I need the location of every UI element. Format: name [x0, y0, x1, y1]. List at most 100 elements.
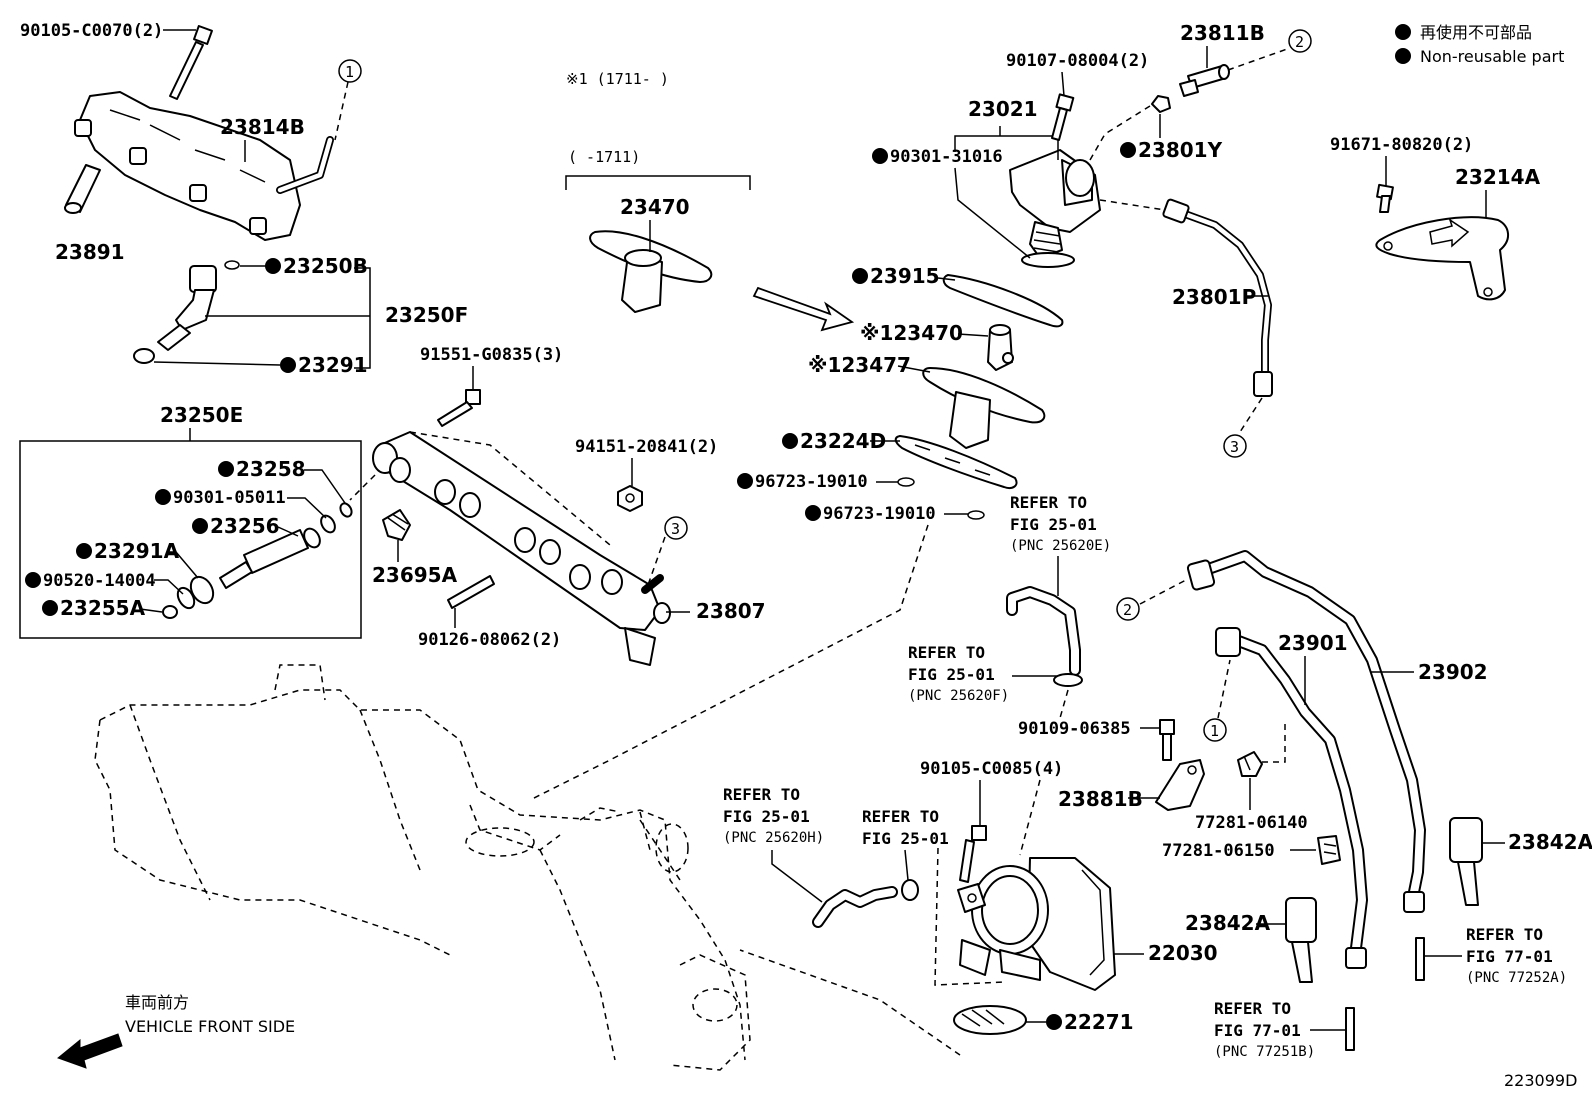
pump-lifter-23470 [589, 230, 713, 313]
label-90107-08004: 90107-08004(2) [1006, 51, 1149, 71]
vehicle-front-arrow-icon [56, 1033, 123, 1069]
refer-25620h-line2: FIG 25-01 [723, 807, 810, 826]
bolt-90109-06385 [1159, 719, 1175, 761]
label-23291: 23291 [298, 353, 368, 377]
refer-77251b-line2: FIG 77-01 [1214, 1021, 1301, 1040]
ref-circle-2-b-text: 2 [1123, 601, 1132, 619]
tube-77251b [1345, 1007, 1355, 1051]
hose-25620h [812, 886, 898, 928]
label-23021: 23021 [968, 97, 1038, 121]
clamp-77281-06150 [1317, 835, 1341, 865]
stud-90126-08062 [447, 575, 495, 609]
hose-23901 [1215, 627, 1368, 969]
dash-link [334, 81, 349, 141]
clamp-25620f [1053, 673, 1083, 687]
label-23695a: 23695A [372, 563, 458, 587]
leader [139, 608, 163, 613]
note-1711-before: ( -1711) [568, 148, 640, 166]
leader [287, 497, 327, 519]
injector-kit-parts [162, 502, 353, 619]
nut-94151-20841 [617, 485, 643, 512]
ref-circle-2-b [1116, 597, 1140, 621]
ref-circle-3-b-text: 3 [1230, 438, 1239, 456]
refer-77252a-line2: FIG 77-01 [1466, 947, 1553, 966]
bolt-90105-c0070 [169, 25, 213, 100]
leader [154, 579, 184, 595]
leader [168, 551, 199, 579]
fuel-rail-23807 [372, 431, 671, 666]
label-22271: 22271 [1064, 1010, 1134, 1034]
label-23811b: 23811B [1180, 21, 1265, 45]
refer-25-01-line2: FIG 25-01 [862, 829, 949, 848]
leader [304, 469, 346, 504]
gasket-23915 [942, 274, 1064, 328]
refer-77252a-line1: REFER TO [1466, 925, 1543, 944]
label-23256: 23256 [210, 514, 280, 538]
union-23811b [1179, 64, 1230, 97]
clamp-77281-06140 [1237, 751, 1263, 777]
ref-circle-2-text: 2 [1295, 33, 1304, 51]
refer-77251b-line1: REFER TO [1214, 999, 1291, 1018]
refer-25-01-line1: REFER TO [862, 807, 939, 826]
legend-en: Non-reusable part [1420, 47, 1564, 66]
label-23291a: 23291A [94, 539, 180, 563]
hose-23902 [1186, 550, 1426, 913]
label-23891: 23891 [55, 240, 125, 264]
bolt-91551-g0835 [437, 389, 481, 427]
label-90105-c0085: 90105-C0085(4) [920, 759, 1063, 779]
leader [1061, 71, 1065, 97]
label-90105-c0070: 90105-C0070(2) [20, 21, 163, 41]
label-23470-b: ※123470 [860, 321, 963, 345]
label-23801p: 23801P [1172, 285, 1256, 309]
leader [937, 277, 956, 281]
ref-circle-3 [664, 516, 688, 540]
legend-jp: 再使用不可部品 [1420, 23, 1532, 42]
oring-96723-b [967, 510, 985, 520]
ref-circle-1-b-text: 1 [1210, 722, 1219, 740]
label-23801y: 23801Y [1138, 138, 1223, 162]
non-reusable-dot-icon [1395, 24, 1411, 40]
throttle-body-22030 [957, 857, 1116, 991]
lifter-23470-b [987, 324, 1014, 371]
label-23250b: 23250B [283, 254, 368, 278]
kit-box-23250e [19, 440, 362, 639]
ref-circle-3-b [1223, 434, 1247, 458]
label-23807: 23807 [696, 599, 766, 623]
refer-77252a-line3: (PNC 77252A) [1466, 970, 1567, 986]
label-23901: 23901 [1278, 631, 1348, 655]
fuel-pipe-23801p [1162, 198, 1273, 397]
refer-25620h-line1: REFER TO [723, 785, 800, 804]
ref-circle-1-text: 1 [345, 63, 354, 81]
label-23814b: 23814B [220, 115, 305, 139]
label-77281-06140: 77281-06140 [1195, 813, 1308, 833]
legend: 再使用不可部品 Non-reusable part [1395, 23, 1564, 66]
label-91551-g0835: 91551-G0835(3) [420, 345, 563, 365]
bracket-23881b [1155, 759, 1205, 811]
fuel-pump-23021 [1009, 149, 1101, 268]
label-90301-05011: 90301-05011 [173, 488, 286, 508]
refer-25620e-line3: (PNC 25620E) [1010, 538, 1111, 554]
label-23258: 23258 [236, 457, 306, 481]
leader [771, 850, 823, 903]
ref-circle-2 [1288, 29, 1312, 53]
pump-base-23477 [922, 367, 1046, 449]
leader [153, 361, 281, 366]
refer-77251b-line3: (PNC 77251B) [1214, 1044, 1315, 1060]
leader [277, 526, 299, 537]
label-23842a-right: 23842A [1508, 830, 1592, 854]
bracket-23021 [954, 135, 1059, 160]
leader [954, 167, 1031, 259]
refer-25620f-line1: REFER TO [908, 643, 985, 662]
label-90109-06385: 90109-06385 [1018, 719, 1131, 739]
label-94151-20841: 94151-20841(2) [575, 437, 718, 457]
injector-23250f [133, 260, 240, 364]
bolt-90107-08004 [1051, 93, 1075, 141]
bracket-23250f [354, 267, 371, 369]
label-90126-08062: 90126-08062(2) [418, 630, 561, 650]
connector-23842a-lower [1285, 897, 1317, 983]
spacer-23891 [64, 164, 101, 214]
refer-25620e-line2: FIG 25-01 [1010, 515, 1097, 534]
refer-25620e-line1: REFER TO [1010, 493, 1087, 512]
leader [897, 365, 931, 373]
